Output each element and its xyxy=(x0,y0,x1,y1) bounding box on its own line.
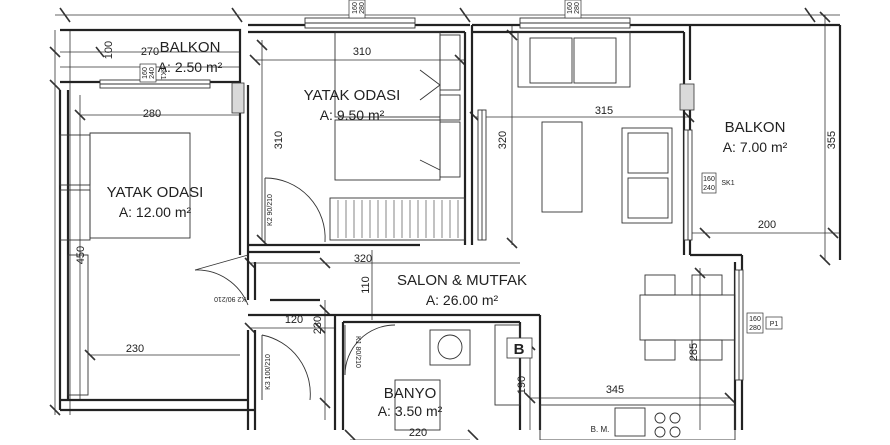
sk1-label: SK1 xyxy=(721,180,734,187)
yatak-odasi-2-name: YATAK ODASI xyxy=(107,184,204,201)
salon-mutfak-area: A: 26.00 m² xyxy=(426,292,499,308)
dimension-310-top: 310 xyxy=(353,46,371,58)
window-tag-p1-b: 280 xyxy=(749,325,761,332)
bm-label: B. M. xyxy=(591,425,610,434)
balkon-1-area: A: 2.50 m² xyxy=(158,59,223,75)
window-tag-p1-a: 160 xyxy=(749,316,761,323)
dimension-320-vertical: 320 xyxy=(497,131,509,149)
window-tag-sk1-b: 240 xyxy=(703,185,715,192)
dimension-120: 120 xyxy=(285,314,303,326)
window-tag-top-right-b: 280 xyxy=(574,2,581,14)
banyo-area: A: 3.50 m² xyxy=(378,403,443,419)
furniture xyxy=(59,31,736,441)
window-tag-top-left-b: 280 xyxy=(359,2,366,14)
window-tag-balkon-a: 160 xyxy=(142,67,149,79)
dimension-200: 200 xyxy=(758,219,776,231)
dimension-220: 220 xyxy=(409,427,427,439)
balkon-2-name: BALKON xyxy=(725,119,786,136)
window-tag-top-right-a: 160 xyxy=(567,2,574,14)
door-tag-k3-bathroom: K3 100/210 xyxy=(265,354,272,390)
dimension-315: 315 xyxy=(595,105,613,117)
p1-label: P1 xyxy=(770,321,779,328)
window-tag-p1: 160 280 P1 xyxy=(746,312,783,334)
yatak-odasi-1-area: A: 9.50 m² xyxy=(320,107,385,123)
banyo-name: BANYO xyxy=(384,385,437,402)
windows xyxy=(99,17,744,381)
doors xyxy=(194,177,396,401)
window-tag-balkon-b: 240 xyxy=(149,67,156,79)
window-tag-balkon-small: 160 240 SK1 xyxy=(139,63,166,83)
window-tag-sk1-a: 160 xyxy=(703,176,715,183)
dimension-310-side: 310 xyxy=(273,131,285,149)
window-tag-top-right: 160 280 xyxy=(564,0,582,19)
wall-columns xyxy=(231,82,695,114)
balkon-1-name: BALKON xyxy=(160,39,221,56)
dimension-450: 450 xyxy=(75,246,87,264)
door-tag-k2-bedroom-2: K2 90/210 xyxy=(214,295,246,302)
window-tag-top-left: 160 280 xyxy=(348,0,366,19)
dimension-230-horizontal: 230 xyxy=(126,343,144,355)
salon-mutfak-name: SALON & MUTFAK xyxy=(397,272,527,289)
dimension-100: 100 xyxy=(103,41,115,59)
yatak-odasi-1-name: YATAK ODASI xyxy=(304,87,401,104)
b-label: B xyxy=(514,341,525,358)
dimension-270: 270 xyxy=(141,46,159,58)
dimension-355: 355 xyxy=(826,131,838,149)
door-tag-k2-bedroom-1: K2 90/210 xyxy=(267,194,274,226)
dimension-280: 280 xyxy=(143,108,161,120)
balkon-2-area: A: 7.00 m² xyxy=(723,139,788,155)
b-tag xyxy=(506,337,533,359)
yatak-odasi-2-area: A: 12.00 m² xyxy=(119,204,192,220)
window-tag-sk1: 160 240 SK1 xyxy=(701,172,735,194)
dimension-190: 190 xyxy=(516,376,528,394)
dimension-230-vertical: 230 xyxy=(312,316,324,334)
dimension-345: 345 xyxy=(606,384,624,396)
sk1-balkon-label: SK1 xyxy=(159,66,166,79)
door-tag-k1-bathroom: K1 80/210 xyxy=(354,336,361,368)
dimension-285: 285 xyxy=(688,343,700,361)
dimension-110: 110 xyxy=(360,276,372,294)
dimension-320-horizontal: 320 xyxy=(354,253,372,265)
window-tag-top-left-a: 160 xyxy=(352,2,359,14)
